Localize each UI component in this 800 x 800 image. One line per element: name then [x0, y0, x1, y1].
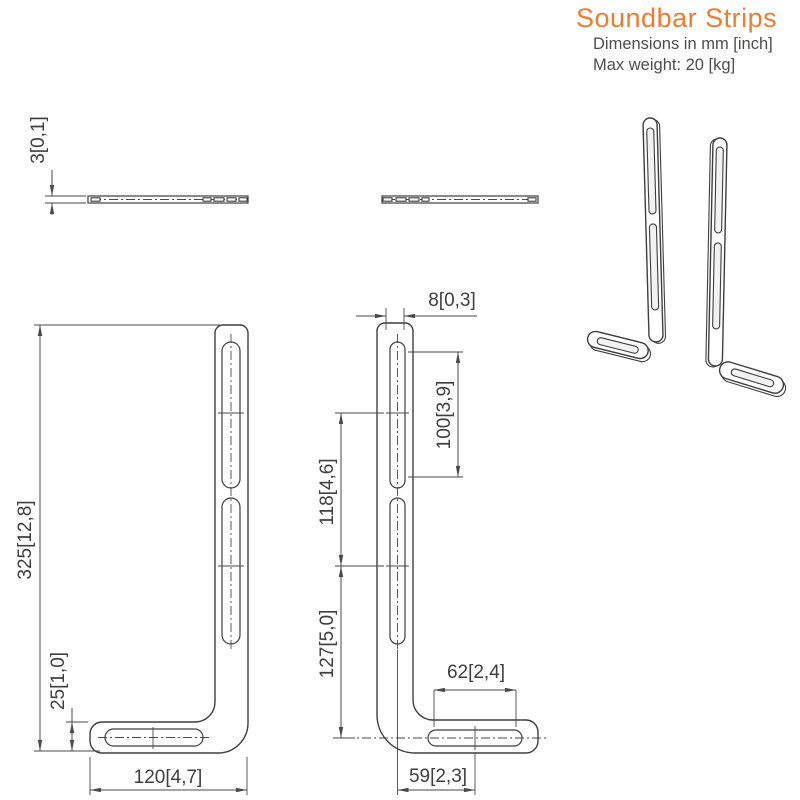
iso-right-bracket	[705, 137, 787, 398]
dim-overall-height: 325[12,8]	[15, 500, 36, 579]
iso-left-foot-slot	[596, 337, 639, 354]
dim-slot-to-foot-group: 127[5,0]	[317, 566, 355, 739]
dim-foot-slot-length: 62[2,4]	[447, 662, 505, 683]
right-slot-lower	[389, 497, 406, 645]
strip-slot-marks	[382, 197, 537, 202]
dim-foot-height-group: 25[1,0]	[48, 652, 88, 751]
dim-foot-height: 25[1,0]	[48, 652, 69, 710]
max-weight-note: Max weight: 20 [kg]	[593, 56, 736, 74]
left-slot-lower	[221, 497, 241, 645]
dim-slot-to-foot: 127[5,0]	[317, 610, 338, 679]
strip-slot-marks	[90, 197, 248, 202]
view-front-left-strip: 325[12,8] 25[1,0] 120[4,7]	[15, 324, 249, 795]
dim-slot-width: 8[0,3]	[428, 290, 476, 311]
title-block: Soundbar Strips Dimensions in mm [inch] …	[576, 2, 796, 76]
iso-right-strip	[705, 137, 728, 368]
dim-slot-spacing-group: 118[4,6]	[317, 412, 384, 567]
iso-left-foot	[586, 330, 652, 363]
iso-left-bracket	[586, 117, 667, 363]
dim-overall-height-group: 325[12,8]	[15, 324, 225, 752]
iso-right-foot-slot	[730, 368, 775, 388]
dim-thickness: 3[0,1]	[28, 116, 49, 164]
dim-foot-slot-length-group: 62[2,4]	[433, 662, 517, 727]
iso-right-slot-upper	[714, 146, 724, 234]
page-title: Soundbar Strips	[576, 3, 778, 33]
dim-slot-length: 100[3,9]	[434, 381, 455, 450]
dim-foot-length: 120[4,7]	[134, 767, 203, 788]
iso-left-strip	[642, 117, 667, 344]
units-note: Dimensions in mm [inch]	[593, 35, 773, 53]
view-side-profile-right	[381, 195, 539, 204]
dim-slot-width-group: 8[0,3]	[356, 290, 477, 330]
view-side-profile-left: 3[0,1]	[28, 116, 249, 215]
dim-foot-length-group: 120[4,7]	[89, 757, 248, 795]
iso-left-slot-lower	[648, 223, 660, 311]
iso-right-slot-lower	[712, 242, 722, 330]
dim-foot-slot-offset: 59[2,3]	[409, 766, 467, 787]
view-front-right-strip: 8[0,3] 100[3,9] 118[4,6] 127[5,0]	[317, 290, 548, 795]
dim-slot-length-group: 100[3,9]	[408, 351, 463, 478]
dim-foot-slot-offset-group: 59[2,3]	[397, 650, 476, 795]
dim-thickness-group: 3[0,1]	[28, 116, 86, 215]
iso-left-slot-upper	[646, 127, 657, 215]
iso-right-foot	[718, 361, 787, 398]
dim-slot-spacing: 118[4,6]	[317, 458, 338, 525]
